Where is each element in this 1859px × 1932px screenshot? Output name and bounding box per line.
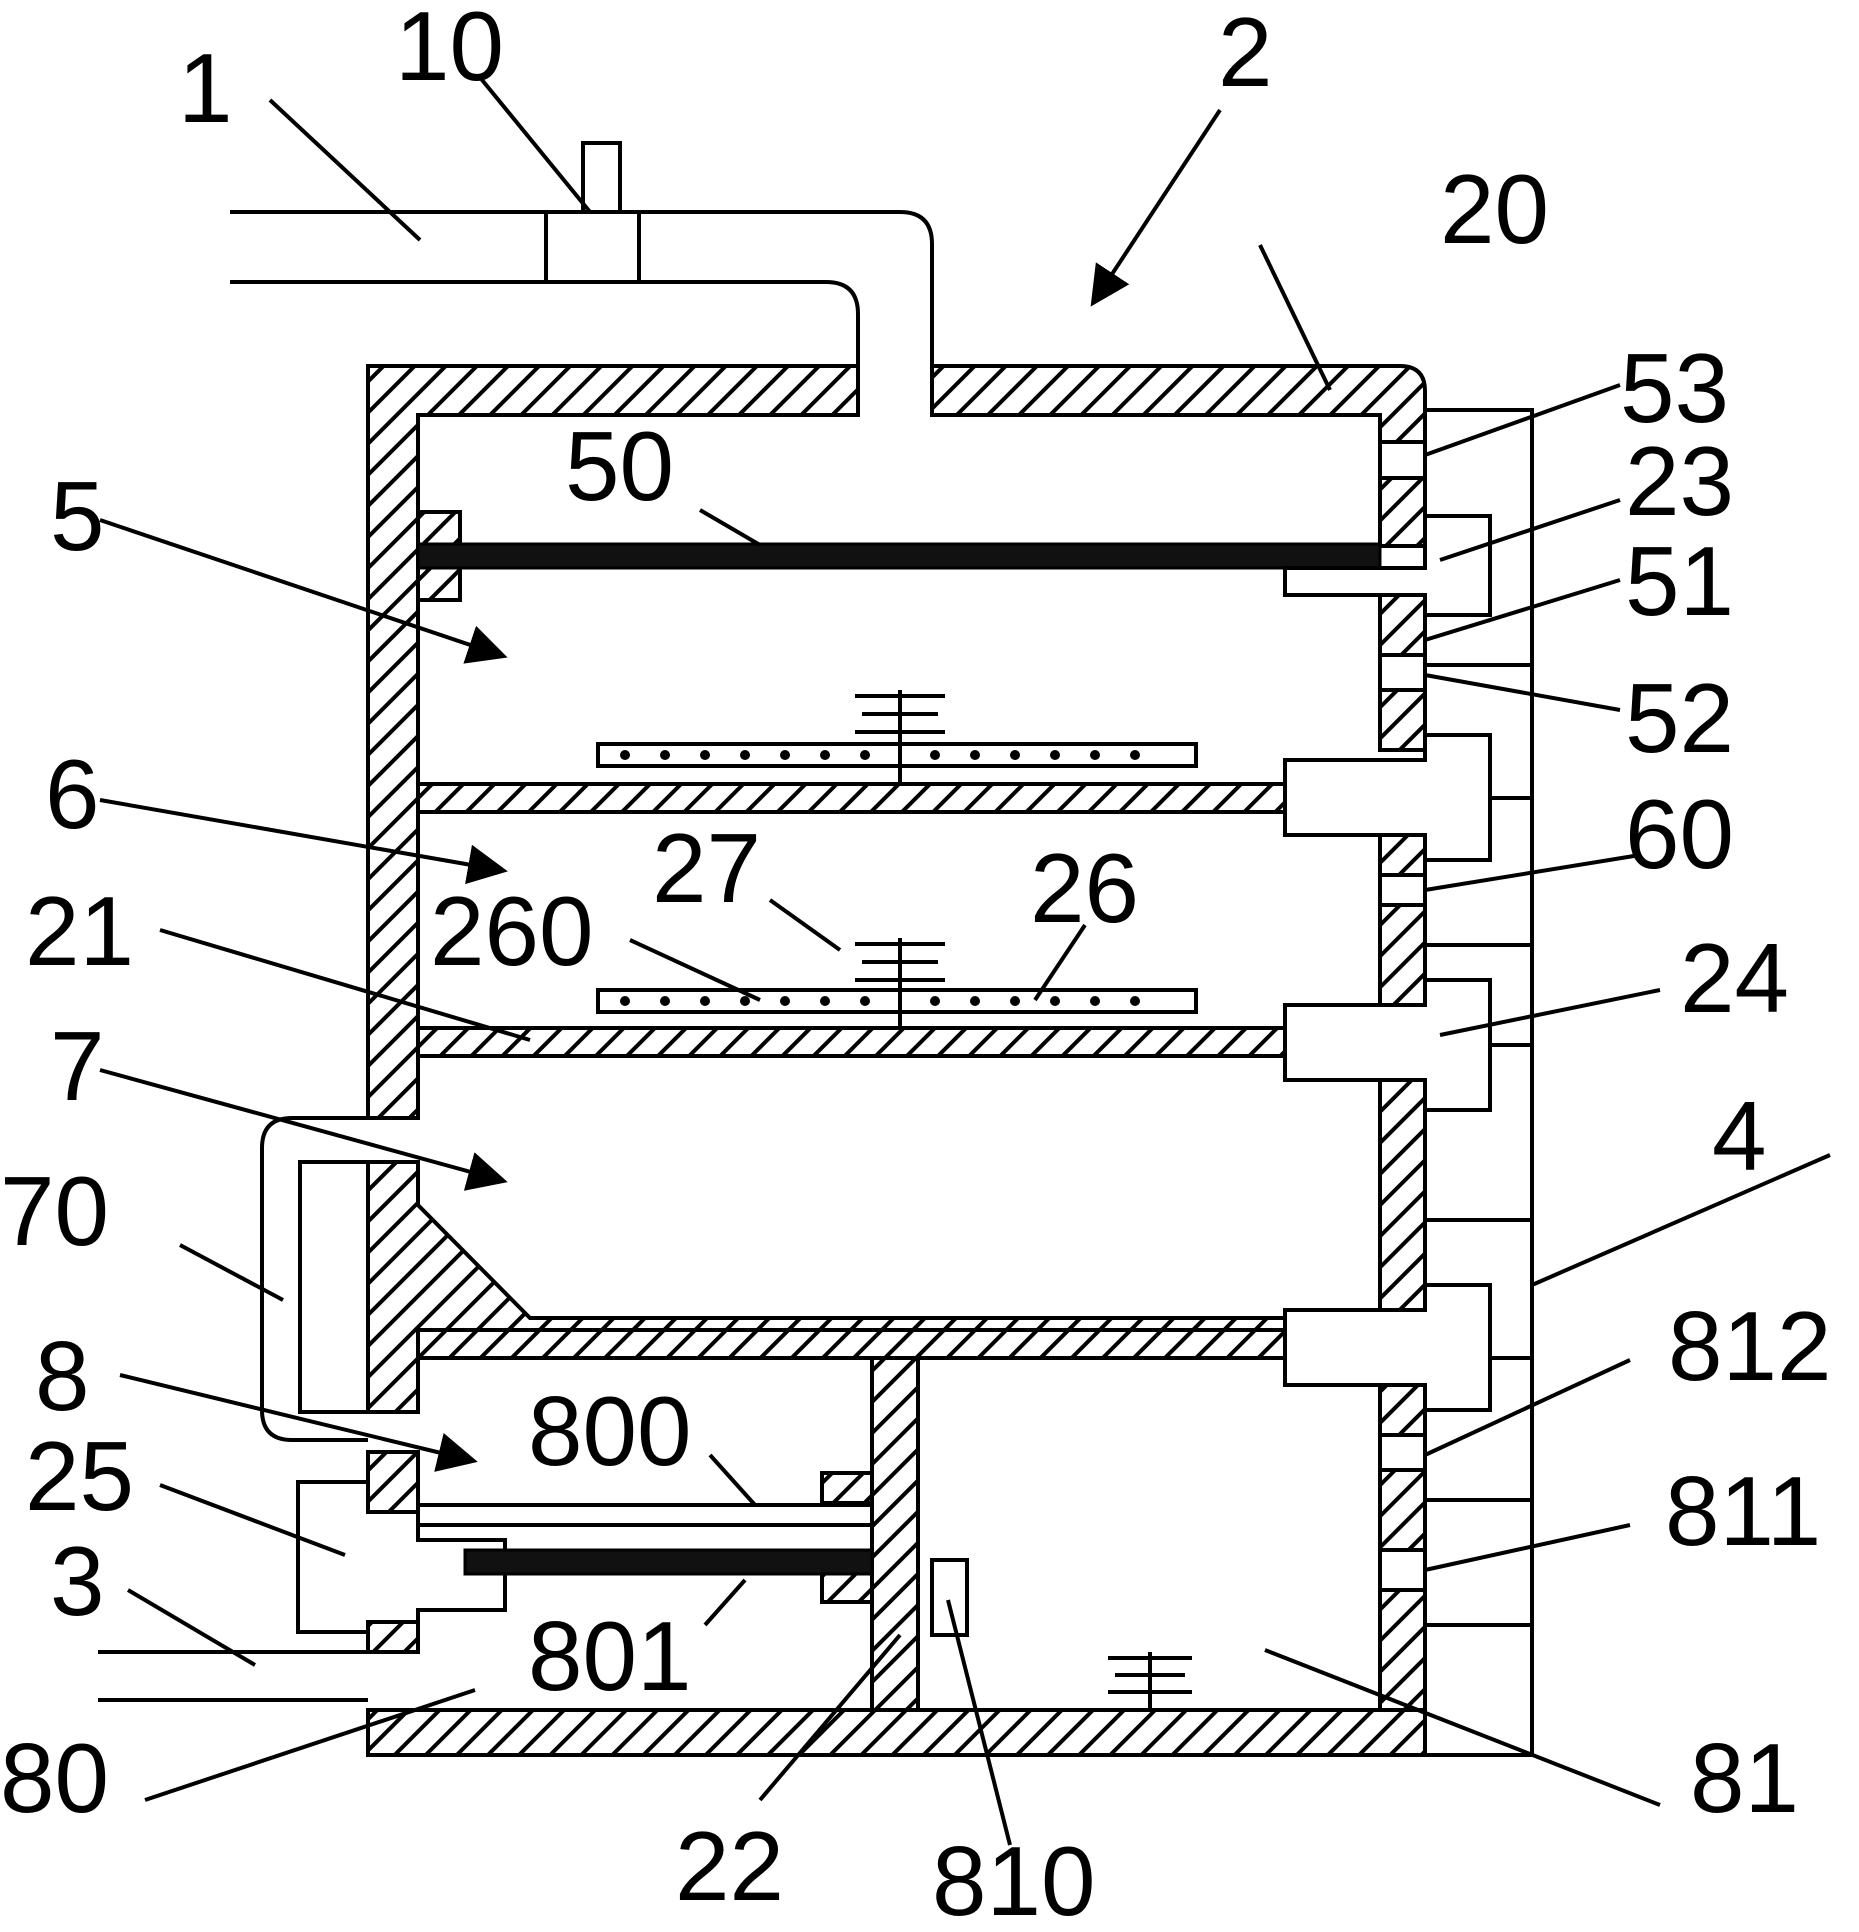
label-7: 7 bbox=[50, 1011, 105, 1121]
label-6: 6 bbox=[45, 739, 100, 849]
label-5: 5 bbox=[50, 461, 105, 571]
label-27: 27 bbox=[652, 813, 761, 923]
label-2: 2 bbox=[1218, 0, 1273, 107]
label-801: 801 bbox=[528, 1601, 692, 1711]
label-70: 70 bbox=[0, 1156, 109, 1266]
label-1: 1 bbox=[178, 33, 233, 143]
outlet-pipe bbox=[98, 1650, 418, 1702]
label-810: 810 bbox=[932, 1826, 1096, 1927]
sprinkler-heads bbox=[855, 690, 1192, 1710]
label-8: 8 bbox=[35, 1321, 90, 1431]
bypass-pipe bbox=[260, 1116, 368, 1442]
label-4: 4 bbox=[1712, 1081, 1767, 1191]
label-81: 81 bbox=[1690, 1723, 1799, 1833]
label-260: 260 bbox=[430, 876, 594, 986]
filter-801 bbox=[463, 1548, 874, 1576]
label-50: 50 bbox=[565, 411, 674, 521]
filter-plate-50 bbox=[416, 542, 1382, 570]
label-51: 51 bbox=[1625, 526, 1734, 636]
filter-800 bbox=[416, 1503, 874, 1527]
label-80: 80 bbox=[0, 1723, 109, 1833]
valve-body bbox=[544, 210, 641, 284]
label-3: 3 bbox=[50, 1526, 105, 1636]
valve-stem bbox=[581, 141, 622, 214]
sensor-810 bbox=[930, 1558, 969, 1637]
label-26: 26 bbox=[1030, 833, 1139, 943]
label-800: 800 bbox=[528, 1376, 692, 1486]
label-24: 24 bbox=[1680, 923, 1789, 1033]
housing-walls bbox=[366, 364, 1427, 1757]
label-52: 52 bbox=[1625, 663, 1734, 773]
label-53: 53 bbox=[1620, 333, 1729, 443]
port-25 bbox=[296, 1480, 507, 1634]
label-812: 812 bbox=[1668, 1291, 1832, 1401]
outer-casing bbox=[1378, 408, 1534, 1757]
label-811: 811 bbox=[1665, 1456, 1821, 1566]
label-23: 23 bbox=[1625, 426, 1734, 536]
right-ports bbox=[1283, 514, 1492, 1412]
label-60: 60 bbox=[1625, 779, 1734, 889]
leader-lines bbox=[99, 73, 1831, 1846]
inlet-pipe bbox=[230, 210, 934, 366]
label-21: 21 bbox=[25, 876, 134, 986]
spray-nozzles bbox=[620, 750, 1140, 1006]
label-20: 20 bbox=[1440, 154, 1549, 264]
label-25: 25 bbox=[25, 1421, 134, 1531]
label-22: 22 bbox=[675, 1811, 784, 1921]
label-10: 10 bbox=[395, 0, 504, 101]
